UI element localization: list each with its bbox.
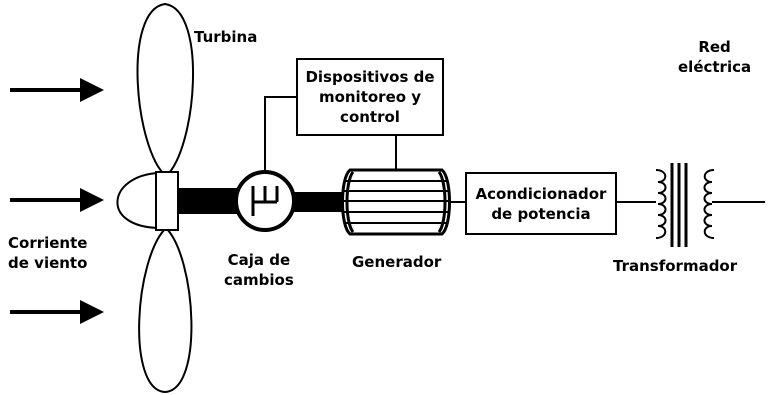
conditioner-line2: de potencia bbox=[491, 204, 591, 223]
generator-body bbox=[341, 168, 451, 236]
wind-current-label: Corriente de viento bbox=[8, 233, 87, 273]
power-conditioner-label: Acondicionador de potencia bbox=[476, 184, 607, 224]
monitoring-line2: monitoreo y bbox=[318, 88, 422, 106]
transformer-label-text: Transformador bbox=[613, 257, 738, 275]
grid-line2: eléctrica bbox=[678, 58, 752, 76]
grid-label: Red eléctrica bbox=[678, 37, 751, 77]
transformer-icon bbox=[655, 163, 715, 247]
gearbox-label: Caja de cambios bbox=[224, 250, 294, 290]
gearbox-line1: Caja de bbox=[227, 251, 291, 269]
monitoring-line1: Dispositivos de bbox=[305, 68, 435, 86]
turbine-nose-cone bbox=[116, 171, 159, 230]
turbine-blade-top bbox=[136, 2, 195, 178]
power-conditioner-box: Acondicionador de potencia bbox=[465, 172, 617, 235]
monitoring-control-box: Dispositivos de monitoreo y control bbox=[296, 58, 444, 136]
transformer-label: Transformador bbox=[613, 256, 737, 276]
gear-shift-icon bbox=[251, 186, 279, 216]
wind-current-line2: de viento bbox=[8, 254, 88, 272]
gearbox-line2: cambios bbox=[224, 271, 294, 289]
grid-line1: Red bbox=[698, 38, 731, 56]
generator-label-text: Generador bbox=[352, 253, 442, 271]
monitoring-control-label: Dispositivos de monitoreo y control bbox=[305, 67, 434, 127]
conditioner-line1: Acondicionador bbox=[475, 184, 607, 203]
high-speed-shaft bbox=[294, 192, 346, 212]
turbine-label: Turbina bbox=[194, 27, 257, 47]
monitoring-line3: control bbox=[340, 108, 400, 126]
monitoring-line-gearbox bbox=[264, 96, 296, 172]
turbine-blade-bottom bbox=[138, 226, 193, 394]
main-shaft bbox=[178, 188, 238, 214]
wind-current-line1: Corriente bbox=[8, 234, 88, 252]
generator-label: Generador bbox=[352, 252, 441, 272]
turbine-label-text: Turbina bbox=[194, 28, 258, 46]
turbine-hub bbox=[155, 171, 179, 231]
